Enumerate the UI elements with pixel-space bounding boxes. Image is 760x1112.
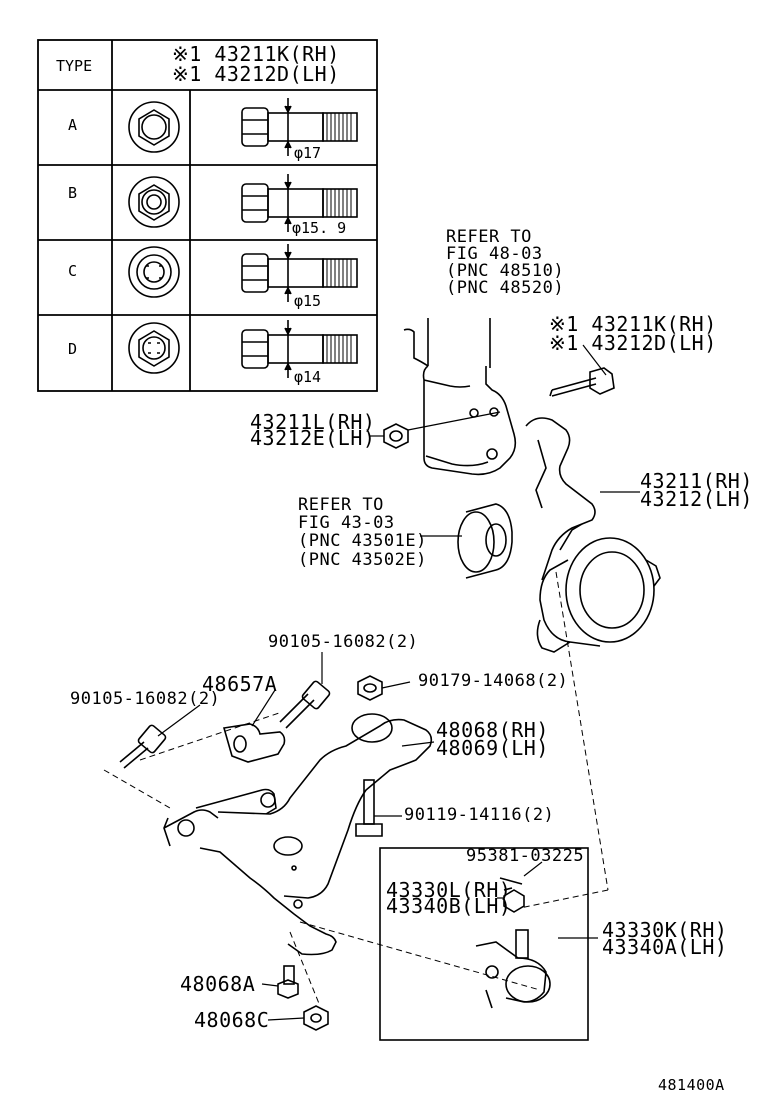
upper-bolt-drawing (549, 367, 615, 397)
ball-joint-box (379, 847, 589, 1041)
table-row-dim: φ15. 9 (292, 219, 347, 237)
bolt-icon-d (241, 320, 358, 378)
ballnut-label-rh: 43330L(RH) (386, 878, 512, 902)
bolt-mid-drawing (355, 779, 383, 837)
bearing-ref-line-2: FIG 43-03 (298, 513, 395, 533)
upper-bolt-label-lh: ※1 43212D(LH) (549, 331, 717, 355)
table-header-type: TYPE (56, 57, 93, 75)
bolt-top-label: 90105-16082(2) (268, 632, 419, 652)
knuckle-label-lh: 43212(LH) (640, 487, 753, 511)
leader-lines (157, 344, 640, 1021)
bolt-left-drawing (119, 724, 167, 769)
knuckle-drawing (525, 417, 661, 653)
table-row-type: C (68, 262, 78, 280)
strut-nut-label-lh: 43212E(LH) (250, 426, 376, 450)
pin-label: 95381-03225 (466, 846, 585, 866)
table-header-part-rh: ※1 43211K(RH) (172, 42, 340, 66)
bracket-drawing (222, 723, 286, 763)
balljoint-label-lh: 43340A(LH) (602, 935, 728, 959)
arm-label-rh: 48068(RH) (436, 718, 549, 742)
strut-ref-line-4: (PNC 48520) (446, 278, 565, 298)
bracket-label: 48657A (202, 672, 278, 696)
upper-bolt-label-rh: ※1 43211K(RH) (549, 312, 717, 336)
strut-ref-line-1: REFER TO (446, 227, 532, 247)
bearing-ref-line-1: REFER TO (298, 495, 384, 515)
flange-nut-label: 90179-14068(2) (418, 671, 569, 691)
figure-id: 481400A (658, 1076, 725, 1094)
bolt-icon-b (241, 174, 358, 232)
bushing-a-drawing (277, 965, 299, 999)
table-row-type: D (68, 340, 78, 358)
table-row-type: A (68, 116, 78, 134)
table-row-dim: φ17 (294, 144, 322, 162)
bolt-left-label: 90105-16082(2) (70, 689, 221, 709)
bushing-a-label: 48068A (180, 972, 256, 996)
arm-label-lh: 48069(LH) (436, 736, 549, 760)
strut-drawing (403, 318, 517, 476)
bolt-icon-a (241, 98, 358, 156)
table-row-type: B (68, 184, 78, 202)
bushing-c-label: 48068C (194, 1008, 270, 1032)
nut-icon-a (128, 101, 180, 153)
bearing-ref-line-4: (PNC 43502E) (298, 550, 427, 570)
nut-icon-d (128, 322, 180, 374)
ballnut-label-lh: 43340B(LH) (386, 894, 512, 918)
bearing-drawing (457, 503, 513, 579)
strut-ref-line-2: FIG 48-03 (446, 244, 543, 264)
table-header-part-lh: ※1 43212D(LH) (172, 62, 340, 86)
table-row-dim: φ15 (294, 292, 322, 310)
strut-ref-line-3: (PNC 48510) (446, 261, 565, 281)
bolt-top-drawing (279, 680, 331, 729)
flange-nut-drawing (357, 675, 383, 701)
lower-arm-drawing (163, 713, 433, 956)
strut-nut-drawing (383, 423, 409, 449)
bearing-ref-line-3: (PNC 43501E) (298, 531, 427, 551)
type-table-grid (37, 39, 378, 392)
table-row-dim: φ14 (294, 368, 322, 386)
nut-icon-b (128, 176, 180, 228)
bolt-mid-label: 90119-14116(2) (404, 805, 555, 825)
strut-nut-label-rh: 43211L(RH) (250, 410, 376, 434)
bolt-icon-c (241, 244, 358, 302)
dashed-lines (103, 571, 609, 1007)
bushing-c-drawing (303, 1005, 329, 1031)
knuckle-label-rh: 43211(RH) (640, 469, 753, 493)
ball-joint-drawing (475, 877, 551, 1009)
balljoint-label-rh: 43330K(RH) (602, 918, 728, 942)
nut-icon-c (128, 246, 180, 298)
